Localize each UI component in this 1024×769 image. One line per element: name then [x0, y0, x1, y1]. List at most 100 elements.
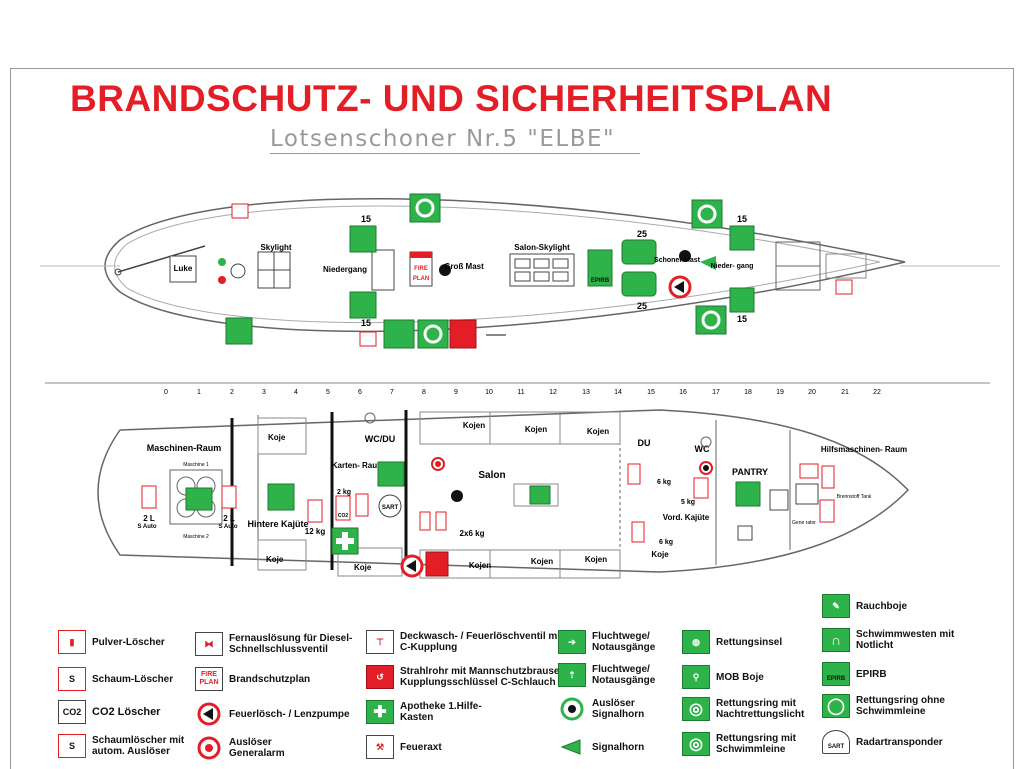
pump-icon: [195, 702, 223, 726]
first-aid-icon: ✚: [366, 700, 394, 724]
sart-icon: [378, 494, 402, 518]
legend-strahlrohr: ↺ Strahlrohr mit Mannschutzbrause Kupplu…: [366, 665, 580, 689]
legend-rettungsinsel: ◍ Rettungsinsel: [682, 630, 782, 654]
lifebuoy-icon: [691, 199, 723, 229]
s-auto-label: S Auto: [137, 524, 156, 530]
exit-icon: ⇡: [558, 663, 586, 687]
legend-feueraxt: ⚒ Feueraxt: [366, 735, 442, 759]
lifebuoy-icon: ◯: [822, 694, 850, 718]
subtitle-underline: [270, 153, 640, 154]
maschine2-label: Maschine 2: [183, 534, 209, 540]
kojen-label: Kojen: [525, 425, 547, 434]
epirb-icon: EPIRB: [822, 662, 850, 686]
extinguisher-icon: [627, 463, 641, 485]
koje-label: Koje: [354, 563, 372, 572]
legend-pulver: ▮ Pulver-Löscher: [58, 630, 165, 654]
vest-count-15c: 15: [737, 214, 747, 224]
valve-icon: [359, 331, 377, 347]
valve-icon: ⧓: [195, 632, 223, 656]
wc-du-label: WC/DU: [365, 434, 396, 444]
lifebuoy-icon: [417, 319, 449, 349]
lifebuoy-line-icon: ◎: [682, 732, 710, 756]
mob-boje-icon: [383, 319, 415, 349]
generator-label: Gene rator: [792, 520, 816, 526]
scale-label: 14: [614, 389, 622, 396]
tank-label: Brennstoff Tank: [837, 494, 872, 500]
vest-count-15b: 15: [361, 318, 371, 328]
valve-c-icon: ⊤: [366, 630, 394, 654]
valve-icon: [799, 463, 819, 479]
extinguisher-icon: [435, 511, 447, 531]
lifebuoy-icon: [409, 193, 441, 223]
frame-scale: 0 1 2 3 4 5 6 7 8 9 10 11 12 13 14 15 16…: [45, 382, 990, 396]
6kg-label: 6 kg: [657, 479, 671, 486]
sart-icon: SART: [822, 730, 850, 754]
scale-label: 1: [197, 389, 201, 396]
2l-label: 2 L: [143, 514, 155, 523]
gross-mast-label: Groß Mast: [444, 262, 484, 271]
fire-plan-bottom: PLAN: [413, 276, 429, 282]
scale-label: 7: [390, 389, 394, 396]
kojen-label: Kojen: [469, 561, 491, 570]
scale-label: 2: [230, 389, 234, 396]
scale-label: 20: [808, 389, 816, 396]
smoke-buoy-icon: ✎: [822, 594, 850, 618]
exit-icon: [735, 481, 761, 507]
kojen-label: Kojen: [531, 557, 553, 566]
legend-schaum: S Schaum-Löscher: [58, 667, 173, 691]
legend-fluchtwege-1: ➔ Fluchtwege/ Notausgänge: [558, 630, 662, 654]
salon-skylight-label: Salon-Skylight: [514, 243, 570, 252]
foam-extinguisher-icon: S: [58, 667, 86, 691]
extinguisher-icon: [821, 465, 835, 489]
page-subtitle: Lotsenschoner Nr.5 "ELBE": [270, 126, 616, 152]
maschinen-raum-label: Maschinen-Raum: [147, 443, 222, 453]
scale-label: 4: [294, 389, 298, 396]
co2-extinguisher-icon: [335, 495, 351, 521]
lifejacket-icon: ∩: [822, 628, 850, 652]
legend-ring-leine: ◎ Rettungsring mit Schwimmleine: [682, 732, 826, 756]
lifebuoy-icon: [695, 305, 727, 335]
gross-mast-icon: [439, 264, 451, 276]
legend-schwimmwesten: ∩ Schwimmwesten mit Notlicht: [822, 628, 956, 652]
scale-label: 9: [454, 389, 458, 396]
pantry-label: PANTRY: [732, 467, 768, 477]
foam-extinguisher-icon: [819, 499, 835, 523]
valve-icon: [835, 279, 853, 295]
12kg-label: 12 kg: [305, 527, 326, 536]
legend-co2: CO2 CO2 Löscher: [58, 700, 160, 724]
wc-label: WC: [695, 444, 710, 454]
exit-icon: [529, 485, 551, 505]
scale-label: 6: [358, 389, 362, 396]
extinguisher-icon: ▮: [58, 630, 86, 654]
exit-icon: ➔: [558, 630, 586, 654]
legend-signalhorn-ausloeser: Auslöser Signalhorn: [558, 697, 662, 721]
legend-signalhorn: Signalhorn: [558, 735, 644, 759]
scale-label: 11: [517, 389, 524, 396]
raft-count-25b: 25: [637, 301, 647, 311]
fire-plan-top: FIRE: [414, 266, 428, 272]
foam-extinguisher-icon: [693, 477, 709, 499]
scale-label: 17: [712, 389, 720, 396]
scale-label: 15: [647, 389, 655, 396]
exit-icon: [267, 483, 295, 511]
vest-count-15a: 15: [361, 214, 371, 224]
scale-label: 0: [164, 389, 168, 396]
luke-label: Luke: [174, 264, 193, 273]
legend-schaum-auto: S Schaumlöscher mit autom. Auslöser: [58, 734, 202, 758]
niedergang-label: Niedergang: [323, 265, 367, 274]
mast-base-icon: [451, 490, 463, 502]
scale-label: 3: [262, 389, 266, 396]
legend-ring-ohne: ◯ Rettungsring ohne Schwimmleine: [822, 694, 976, 718]
extinguisher-icon: [307, 499, 323, 523]
legend-feuerloesch-pumpe: Feuerlösch- / Lenzpumpe: [195, 702, 350, 726]
legend-apotheke: ✚ Apotheke 1.Hilfe-Kasten: [366, 700, 490, 724]
vest-count-15d: 15: [737, 314, 747, 324]
legend-fernausloesung: ⧓ Fernauslösung für Diesel-Schnellschlus…: [195, 632, 359, 656]
2x6kg-label: 2x6 kg: [460, 529, 485, 538]
auto-extinguisher-icon: S: [58, 734, 86, 758]
vord-kajuete-label: Vord. Kajüte: [663, 513, 710, 522]
signalhorn-icon: [700, 256, 716, 270]
extinguisher-icon: [355, 493, 369, 517]
legend-ring-licht: ◎ Rettungsring mit Nachtrettungslicht: [682, 697, 826, 721]
